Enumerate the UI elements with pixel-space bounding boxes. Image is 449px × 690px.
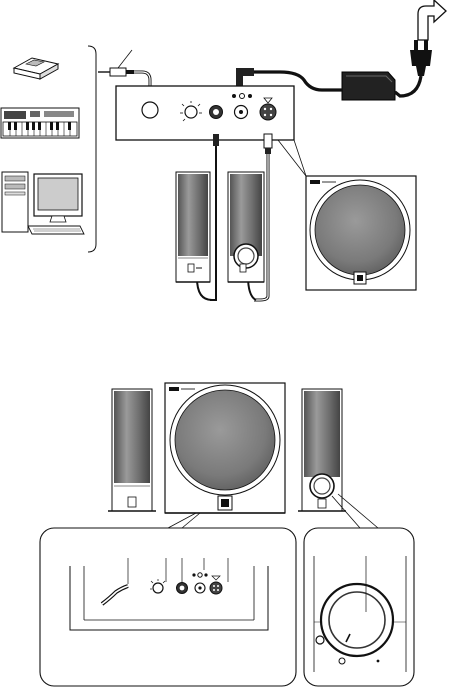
keyboard-synthesizer-icon — [0, 107, 80, 139]
callout-lines — [277, 139, 307, 177]
left-satellite-speaker — [175, 171, 211, 283]
input-cable — [98, 49, 152, 104]
ac-adapter — [341, 71, 396, 101]
front-subwoofer — [164, 382, 286, 514]
power-cable — [252, 70, 423, 98]
right-satellite-speaker — [227, 171, 265, 283]
source-bracket — [87, 45, 97, 253]
volume-knob-callout — [303, 527, 415, 687]
callout-leaders — [167, 493, 379, 529]
bass-knob — [184, 105, 198, 119]
input-jack — [141, 101, 159, 119]
control-panel — [115, 85, 295, 141]
portable-audio-player-icon — [12, 57, 60, 80]
front-left-speaker — [108, 388, 156, 512]
dc-plug — [236, 68, 254, 88]
subwoofer-unit — [305, 175, 417, 291]
wall-outlet-plug — [410, 40, 432, 76]
speaker-cables — [196, 133, 273, 302]
arrow-bend-icon — [417, 0, 447, 41]
desktop-computer-icon — [1, 171, 85, 235]
front-right-speaker — [298, 388, 346, 512]
polarity-icon — [232, 93, 252, 99]
rear-panel-callout — [39, 527, 297, 687]
speaker-out-connector — [259, 97, 277, 121]
